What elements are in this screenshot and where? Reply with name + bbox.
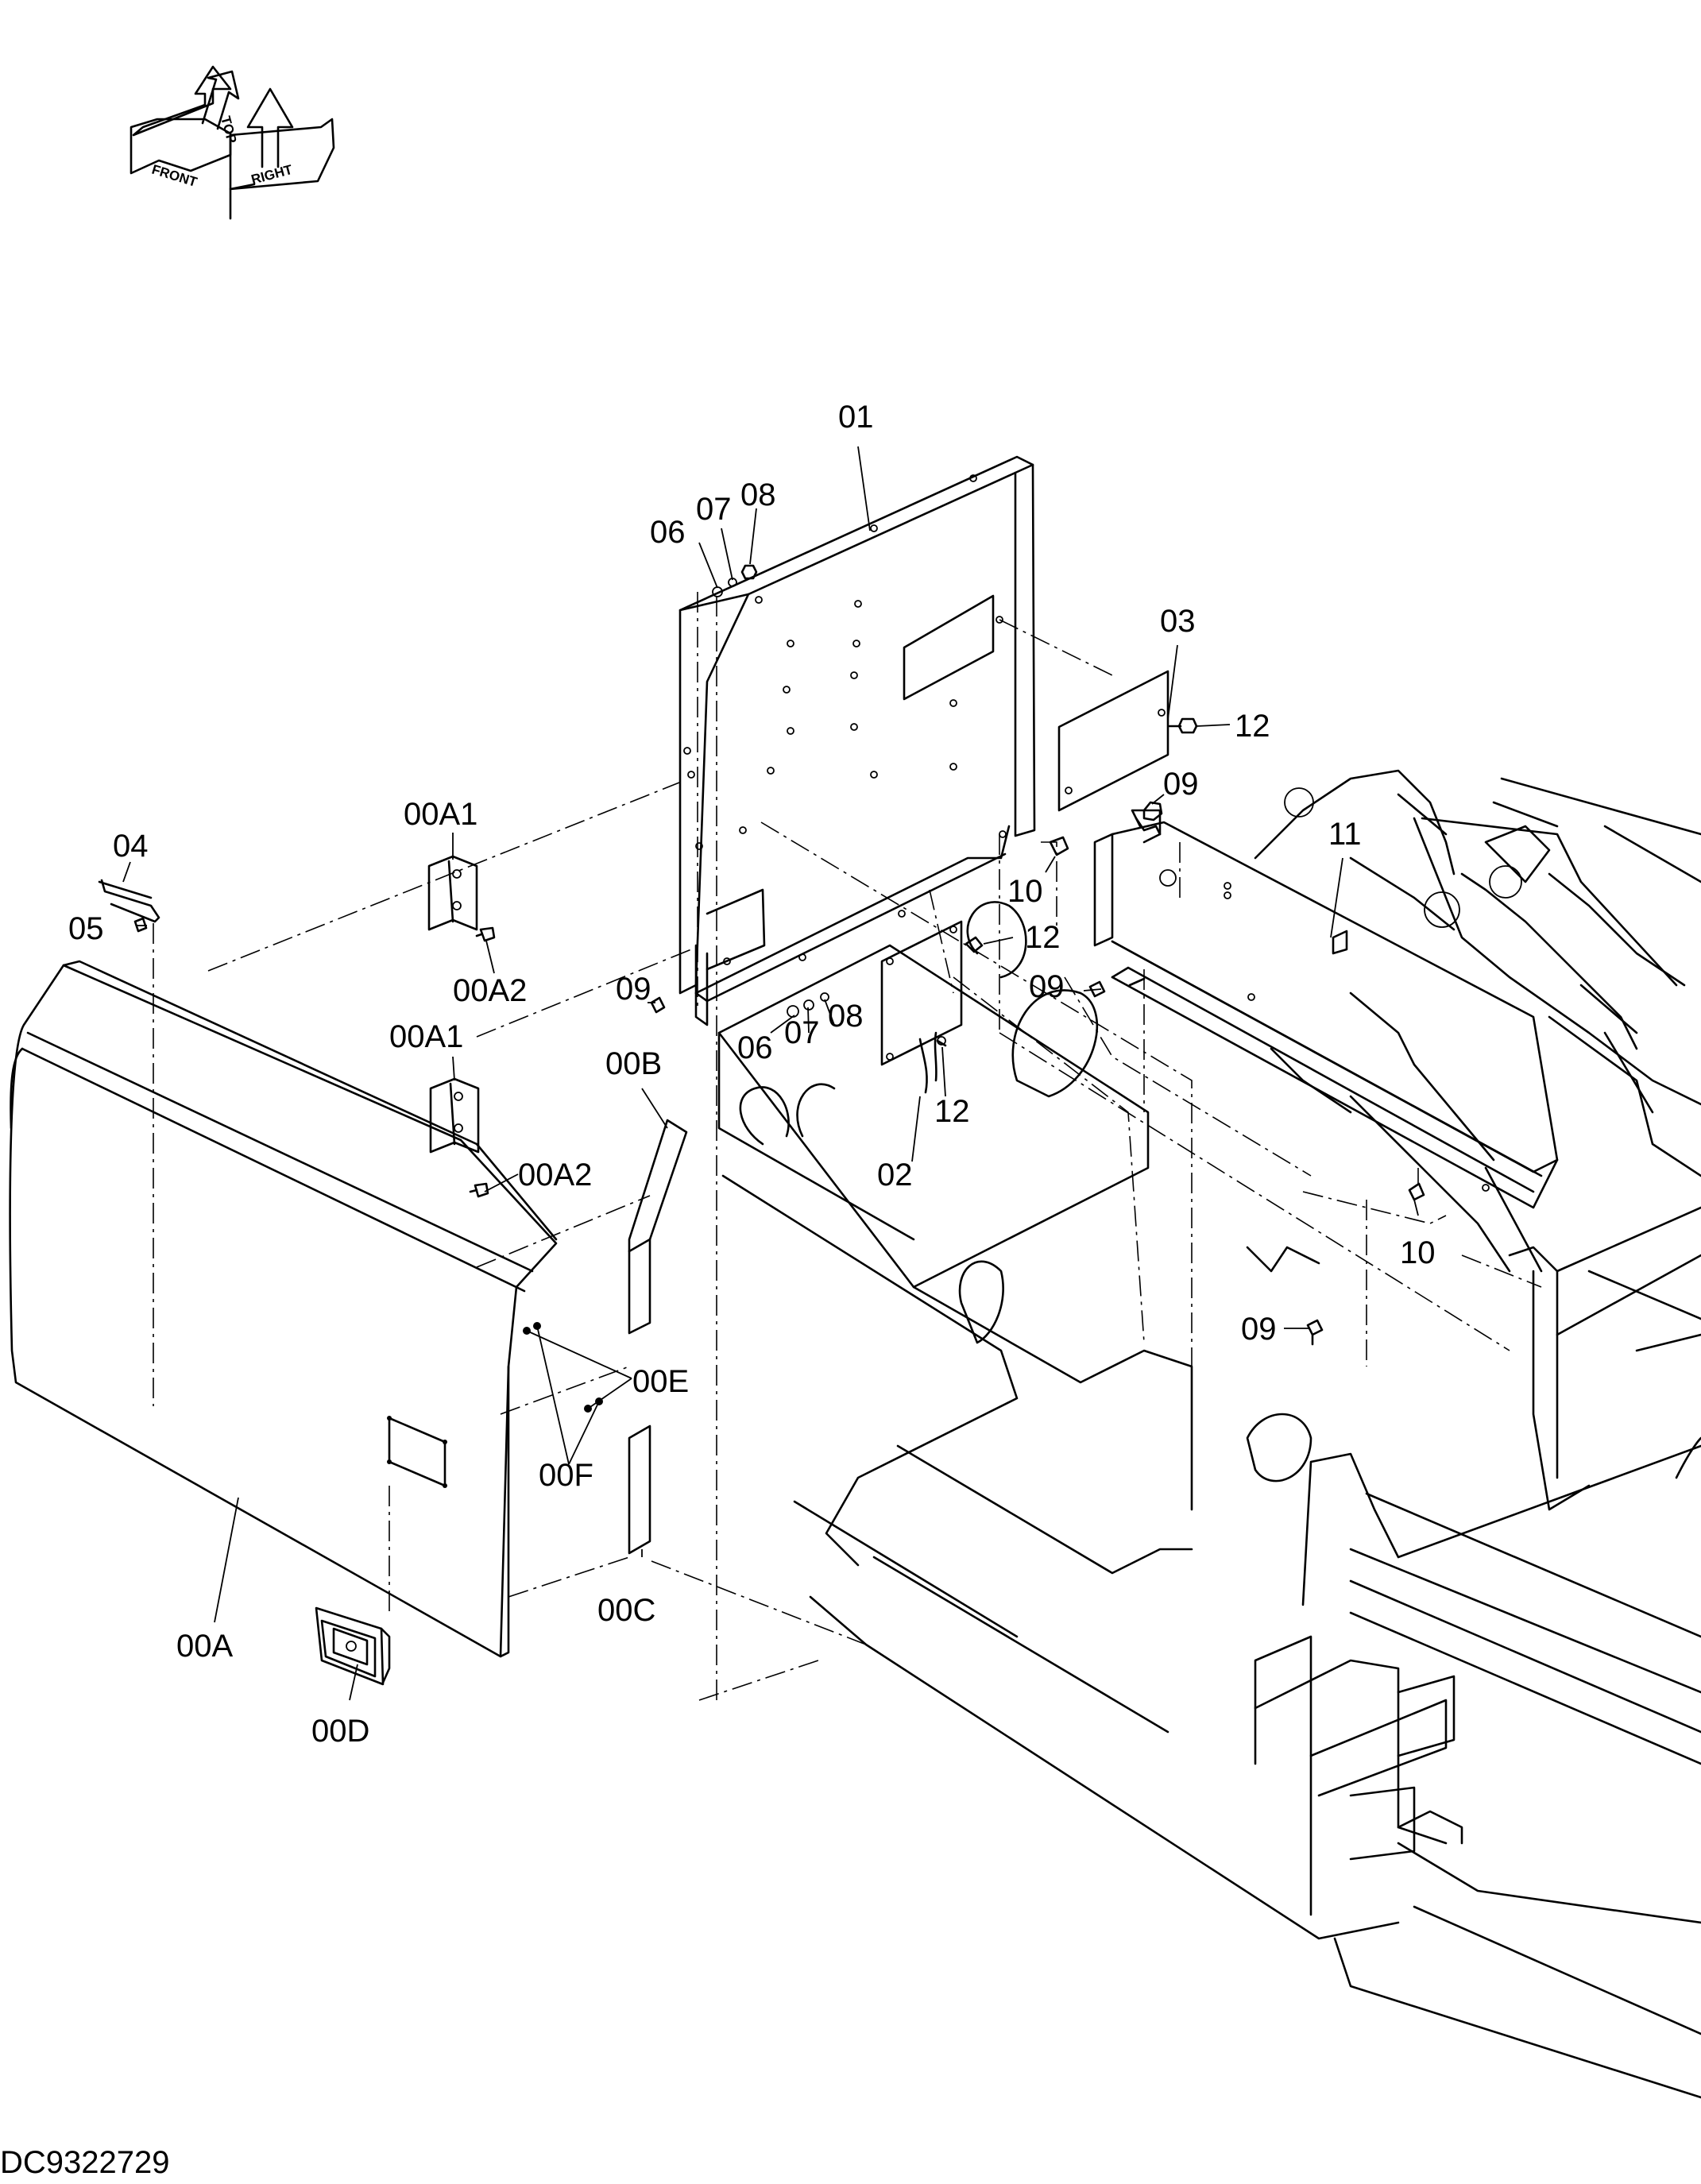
orientation-symbol: FRONT TOP RIGHT (130, 65, 335, 220)
callout-07: 07 (696, 492, 732, 527)
callout-10: 10 (1400, 1235, 1436, 1270)
drawing-code: DC9322729 (0, 2145, 170, 2180)
door-00A (9, 960, 603, 1658)
callout-05: 05 (68, 911, 104, 946)
handle-04 (98, 879, 160, 923)
callout-06: 06 (650, 515, 686, 550)
callout-09: 09 (1029, 969, 1065, 1004)
callout-00F: 00F (539, 1458, 593, 1493)
callout-00A: 00A (176, 1629, 233, 1664)
callout-02: 02 (877, 1158, 913, 1193)
callout-labels: 01 06 07 08 03 12 09 11 10 12 09 09 06 0… (68, 400, 1436, 1749)
callout-09: 09 (1241, 1312, 1277, 1347)
callout-09: 09 (616, 972, 651, 1007)
callout-09: 09 (1163, 767, 1199, 802)
fasteners (650, 801, 1425, 1346)
callout-11: 11 (1328, 817, 1362, 852)
panel-11 (1093, 809, 1559, 1209)
clip-05 (133, 917, 148, 933)
callout-00A1: 00A1 (404, 797, 477, 832)
callout-04: 04 (113, 829, 149, 864)
callout-06: 06 (737, 1030, 773, 1065)
callout-00A2: 00A2 (518, 1158, 592, 1193)
callout-07: 07 (784, 1015, 820, 1050)
callout-08: 08 (740, 477, 776, 512)
orientation-top-label: TOP (218, 114, 239, 145)
leader-lines (122, 446, 1419, 1701)
panel-01 (678, 455, 1036, 1026)
callout-08: 08 (828, 999, 864, 1034)
assembly-lines (153, 592, 1542, 1701)
cover-02 (880, 920, 963, 1094)
main-frame (717, 769, 1701, 2099)
callout-00A2: 00A2 (453, 973, 527, 1008)
seal-00C (628, 1424, 651, 1555)
callout-01: 01 (838, 400, 874, 435)
callout-00B: 00B (605, 1046, 662, 1081)
seal-00B (628, 1119, 688, 1335)
cover-03 (1057, 670, 1198, 812)
callout-00C: 00C (597, 1593, 655, 1628)
callout-10: 10 (1007, 874, 1043, 909)
callout-00D: 00D (311, 1714, 369, 1749)
callout-12: 12 (1025, 920, 1061, 955)
callout-00E: 00E (632, 1364, 689, 1399)
callout-00A1: 00A1 (389, 1019, 463, 1054)
hinge-00A1-lower (429, 1077, 489, 1198)
callout-03: 03 (1160, 604, 1196, 639)
callout-12: 12 (1235, 709, 1270, 744)
latch-00D (315, 1606, 391, 1686)
callout-12: 12 (934, 1094, 970, 1129)
